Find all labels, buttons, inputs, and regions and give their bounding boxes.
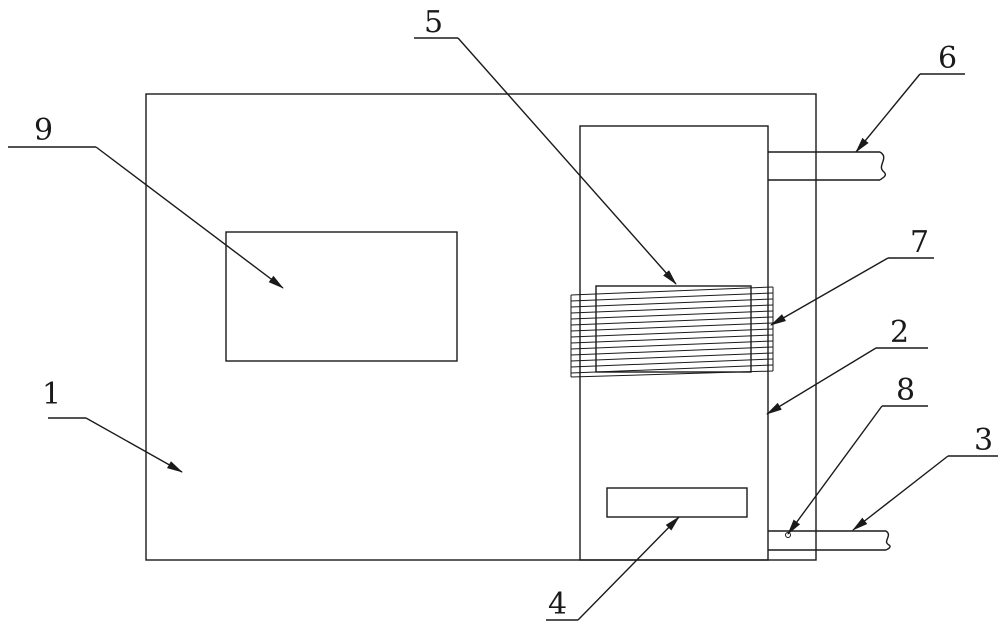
label-3: 3 [974, 423, 993, 458]
leader-1 [48, 417, 183, 473]
leader-8 [787, 405, 928, 535]
bottom-slot [606, 487, 748, 518]
label-2: 2 [890, 315, 909, 350]
label-4: 4 [548, 587, 567, 622]
top-pipe [768, 151, 887, 181]
leader-4 [546, 516, 680, 621]
label-1: 1 [42, 377, 61, 412]
label-9: 9 [34, 113, 53, 148]
inner-chamber [579, 125, 769, 561]
label-5: 5 [424, 5, 443, 40]
leader-3 [852, 455, 998, 531]
leader-6 [855, 73, 965, 153]
leader-2 [766, 347, 928, 415]
leader-9 [8, 146, 284, 289]
coil-winding [570, 286, 774, 378]
leader-7 [770, 257, 934, 326]
label-8: 8 [896, 373, 915, 408]
coil-core [595, 285, 752, 373]
label-6: 6 [938, 41, 957, 76]
main-housing [145, 93, 817, 561]
window-panel [225, 231, 458, 362]
label-7: 7 [910, 225, 929, 260]
leader-5 [414, 37, 677, 285]
